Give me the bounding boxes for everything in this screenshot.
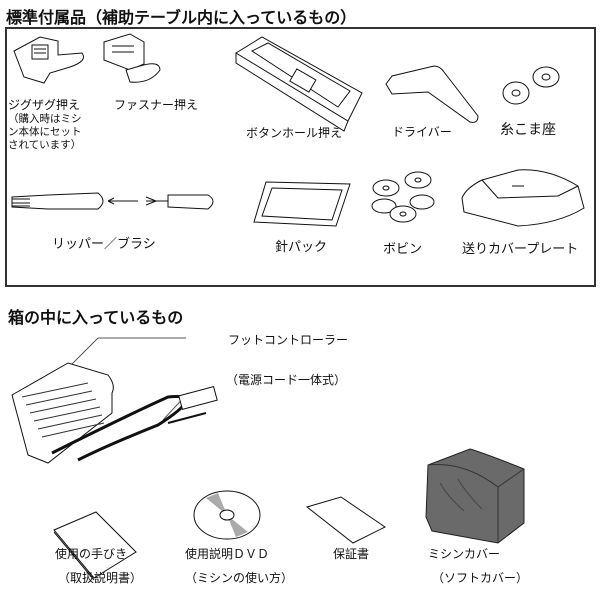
bobbins-image [368,168,443,230]
zigzag-foot-image [10,33,90,93]
zigzag-foot-label: ジグザグ押え [8,98,81,112]
foot-controller-label: フットコントローラー [228,333,349,347]
seam-ripper-brush-label: リッパー／ブラシ [52,237,156,252]
feed-cover-plate-label: 送りカバープレート [462,242,579,257]
screwdriver-label: ドライバー [392,125,452,139]
note-line: ン本体にセット [8,126,82,138]
spool-pads-image [500,68,570,108]
note-line: されています） [8,139,82,151]
soft-cover-image [424,447,526,545]
note-line: （購入時はミシ [8,113,82,125]
warranty-card-image [305,495,387,545]
needle-pack-image [252,178,352,228]
instruction-manual-note: （取扱説明書） [58,571,143,585]
soft-cover-label: ミシンカバー [428,547,501,561]
accessories-box [5,27,596,287]
dvd-image [192,490,262,540]
warranty-card-label: 保証書 [333,547,370,561]
bobbins-label: ボビン [383,242,423,257]
section-title-standard-accessories: 標準付属品（補助テーブル内に入っているもの） [6,8,357,27]
screwdriver-image [382,62,482,124]
instruction-manual-image [52,510,137,580]
zigzag-foot-note: （購入時はミシ ン本体にセット されています） [8,113,82,152]
buttonhole-foot-image [232,33,367,123]
instruction-manual-label: 使用の手びき [55,547,128,561]
foot-controller-note: （電源コード一体式） [226,373,347,387]
seam-ripper-brush-image [8,185,218,220]
zipper-foot-label: ファスナー押え [114,98,199,112]
soft-cover-note: （ソフトカバー） [432,571,529,585]
needle-pack-label: 針パック [275,240,328,255]
foot-controller-image [8,335,223,470]
dvd-label: 使用説明ＤＶＤ [185,547,270,561]
spool-pads-label: 糸こま座 [500,122,556,138]
feed-cover-plate-image [458,168,588,228]
buttonhole-foot-label: ボタンホール押え [246,126,343,140]
section-title-box-contents: 箱の中に入っているもの [8,308,184,327]
dvd-note: （ミシンの使い方） [185,571,294,585]
zipper-foot-image [100,30,170,90]
